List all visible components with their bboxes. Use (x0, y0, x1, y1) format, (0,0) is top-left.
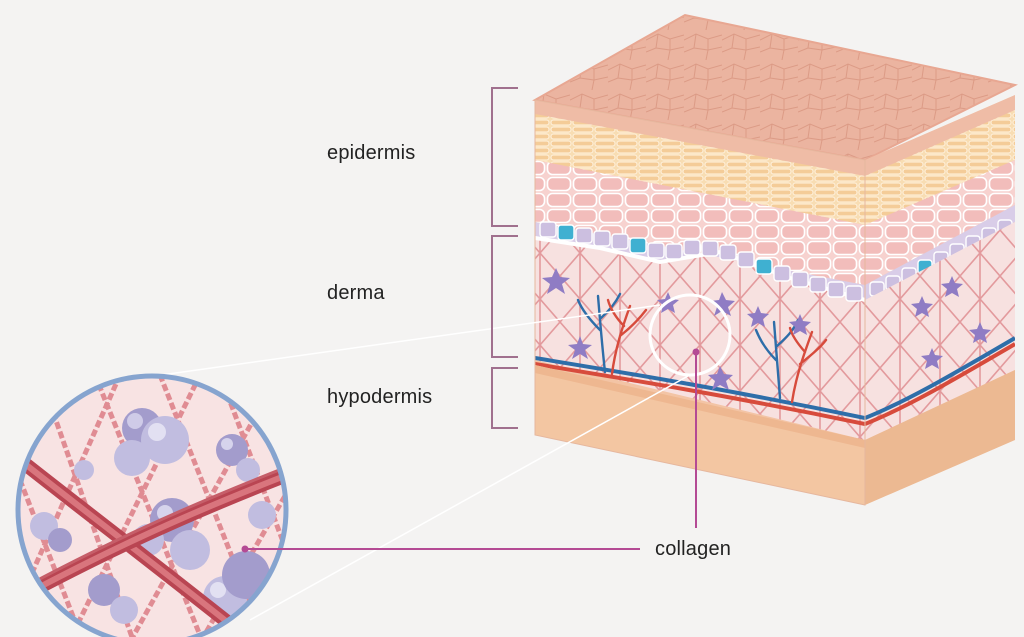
epidermis-bracket (491, 87, 518, 227)
front-face (535, 100, 865, 505)
layer-brackets (491, 87, 518, 429)
lens-ring (15, 373, 289, 637)
derma-label: derma (327, 282, 385, 304)
collagen-leader (241, 348, 700, 553)
hypodermis-bracket (491, 367, 518, 429)
fat-globules (30, 408, 276, 624)
magnified-lens (18, 376, 286, 637)
derma-bracket (491, 235, 518, 358)
epidermis-label: epidermis (327, 142, 416, 164)
zoom-highlight-circle (648, 293, 732, 377)
collagen-bundles (18, 445, 286, 637)
side-face (865, 95, 1015, 505)
hypodermis-label: hypodermis (327, 386, 433, 408)
skin-surface (535, 15, 1015, 160)
collagen-label: collagen (655, 538, 732, 560)
